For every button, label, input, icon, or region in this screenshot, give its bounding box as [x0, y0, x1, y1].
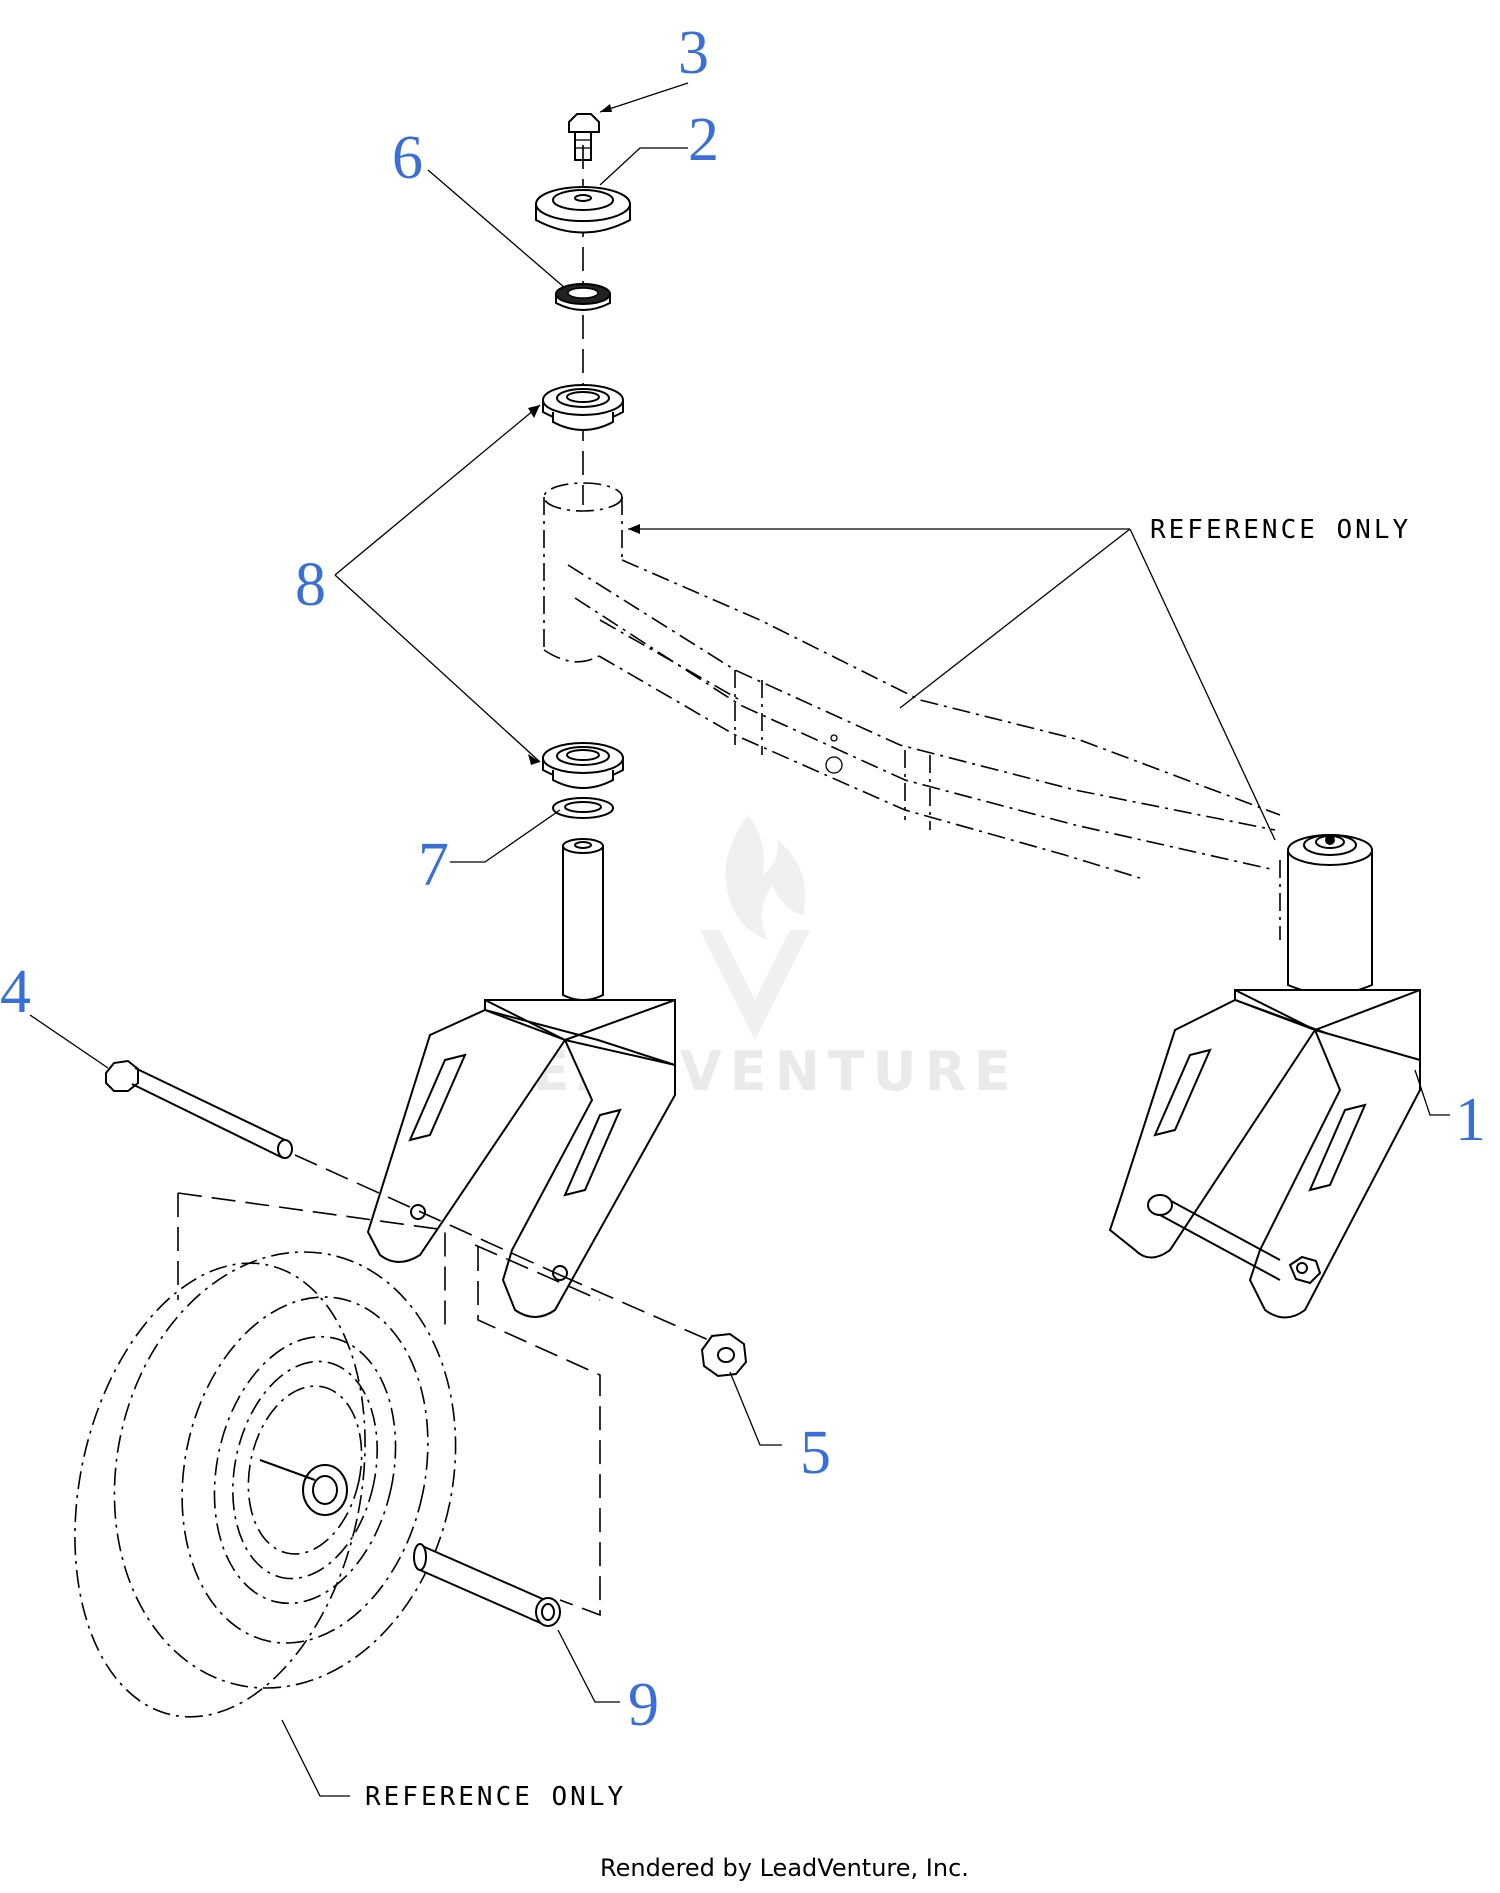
part-8-lower-bearing [542, 742, 624, 789]
reference-only-label-wheel: REFERENCE ONLY [365, 1782, 626, 1812]
footer-credit: Rendered by LeadVenture, Inc. [600, 1854, 969, 1882]
left-caster-fork [366, 838, 676, 1318]
callout-8: 8 [295, 551, 326, 619]
part-7-washer [552, 797, 614, 819]
callout-2: 2 [688, 106, 719, 174]
leader-lines [29, 82, 1450, 1797]
callout-7: 7 [418, 831, 449, 899]
part-2-dust-cap [535, 186, 631, 234]
right-spindle-housing [1287, 834, 1373, 995]
callout-6: 6 [392, 124, 423, 192]
part-8-upper-bearing [542, 384, 624, 431]
part-5-hex-nut [700, 1332, 748, 1378]
reference-only-label-axle: REFERENCE ONLY [1150, 515, 1411, 545]
part-4-axle-bolt [105, 1059, 721, 1346]
watermark-logo: LEADVENTURE [490, 815, 1011, 1103]
part-6-seal [555, 283, 611, 311]
callout-5: 5 [800, 1419, 831, 1487]
callout-9: 9 [628, 1671, 659, 1739]
callout-3: 3 [678, 19, 709, 87]
callout-4: 4 [0, 958, 31, 1026]
right-caster-fork [1108, 989, 1421, 1319]
front-axle-reference [543, 482, 1281, 940]
part-9-spacer-tube [413, 1543, 561, 1627]
wheel-reference [74, 1192, 601, 1718]
part-3-hex-bolt [568, 113, 600, 161]
callout-1: 1 [1455, 1086, 1486, 1154]
